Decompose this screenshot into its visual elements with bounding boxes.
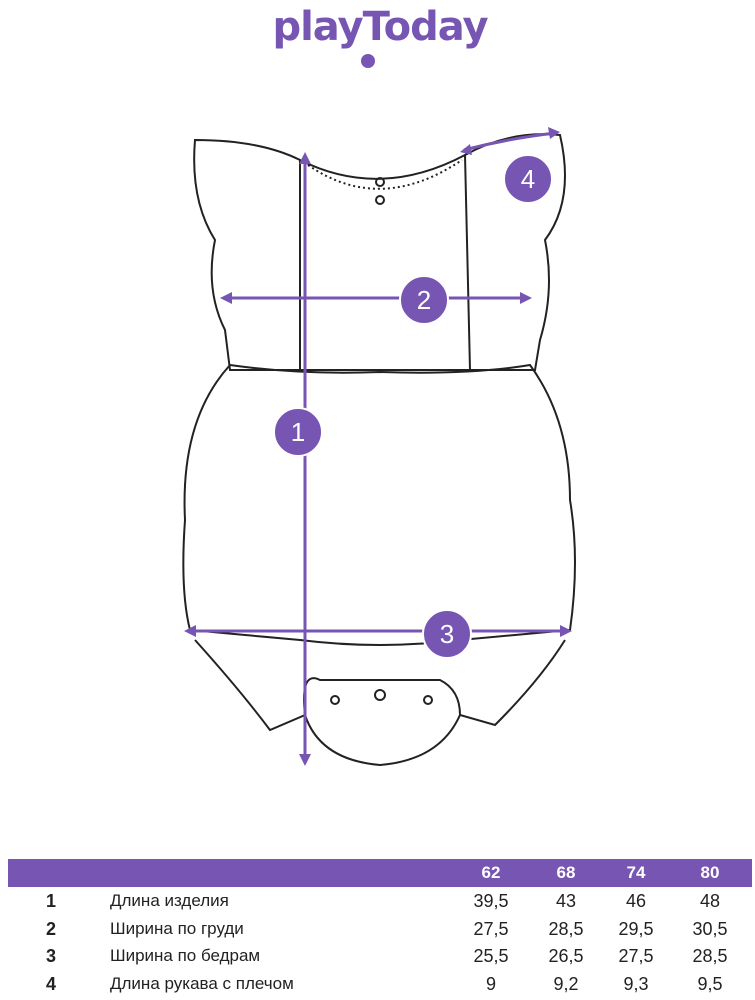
row-label: Длина изделия [110,891,229,910]
size-header: 74 [626,863,646,882]
cell: 9,3 [623,973,649,994]
cell: 39,5 [473,891,509,911]
size-table: 62 68 74 80 1 Длина изделия 39,5 43 46 4… [8,859,752,997]
cell: 28,5 [692,946,728,966]
row-label: Ширина по груди [110,918,244,938]
row-label: Длина рукава с плечом [110,973,294,993]
right-ruffle [464,133,566,371]
table-row: 2 Ширина по груди 27,5 28,5 29,5 30,5 [8,915,752,943]
arrowheads [184,127,572,766]
cell: 26,5 [548,946,584,966]
cell: 29,5 [618,918,654,939]
marker-1: 1 [273,407,323,457]
row-number: 1 [46,891,57,911]
row-number: 3 [46,946,57,966]
table-row: 1 Длина изделия 39,5 43 46 48 [8,887,752,915]
table-header: 62 68 74 80 [8,859,752,887]
garment-illustration [182,127,576,767]
table-row: 3 Ширина по бедрам 25,5 26,5 27,5 28,5 [8,942,752,970]
cell: 28,5 [548,918,584,939]
logo-dot [361,54,375,68]
cell: 9 [485,973,496,994]
cell: 43 [555,891,577,911]
cell: 30,5 [692,918,728,939]
row-label: Ширина по бедрам [110,946,261,965]
measurement-lines [188,131,568,762]
row-number: 4 [46,973,57,994]
cell: 25,5 [473,946,509,966]
sleeve-line [463,131,557,152]
size-header: 68 [556,863,576,882]
body-outline [182,363,576,646]
row-number: 2 [46,918,57,939]
left-ruffle [193,138,301,371]
cell: 48 [699,891,721,911]
crotch [304,714,461,767]
size-header: 80 [700,863,720,882]
cell: 46 [625,891,647,911]
bodice-outline [299,153,472,371]
cell: 27,5 [473,918,509,939]
cell: 27,5 [618,946,654,966]
neckline [307,159,463,190]
brand-logo: playToday [272,4,488,50]
table-row: 4 Длина рукава с плечом 9 9,2 9,3 9,5 [8,970,752,998]
marker-3: 3 [422,609,472,659]
marker-4: 4 [503,154,553,204]
leg-openings [194,639,566,732]
cell: 9,2 [553,973,579,994]
marker-2: 2 [399,275,449,325]
cell: 9,5 [697,973,723,994]
size-header: 62 [481,863,501,882]
